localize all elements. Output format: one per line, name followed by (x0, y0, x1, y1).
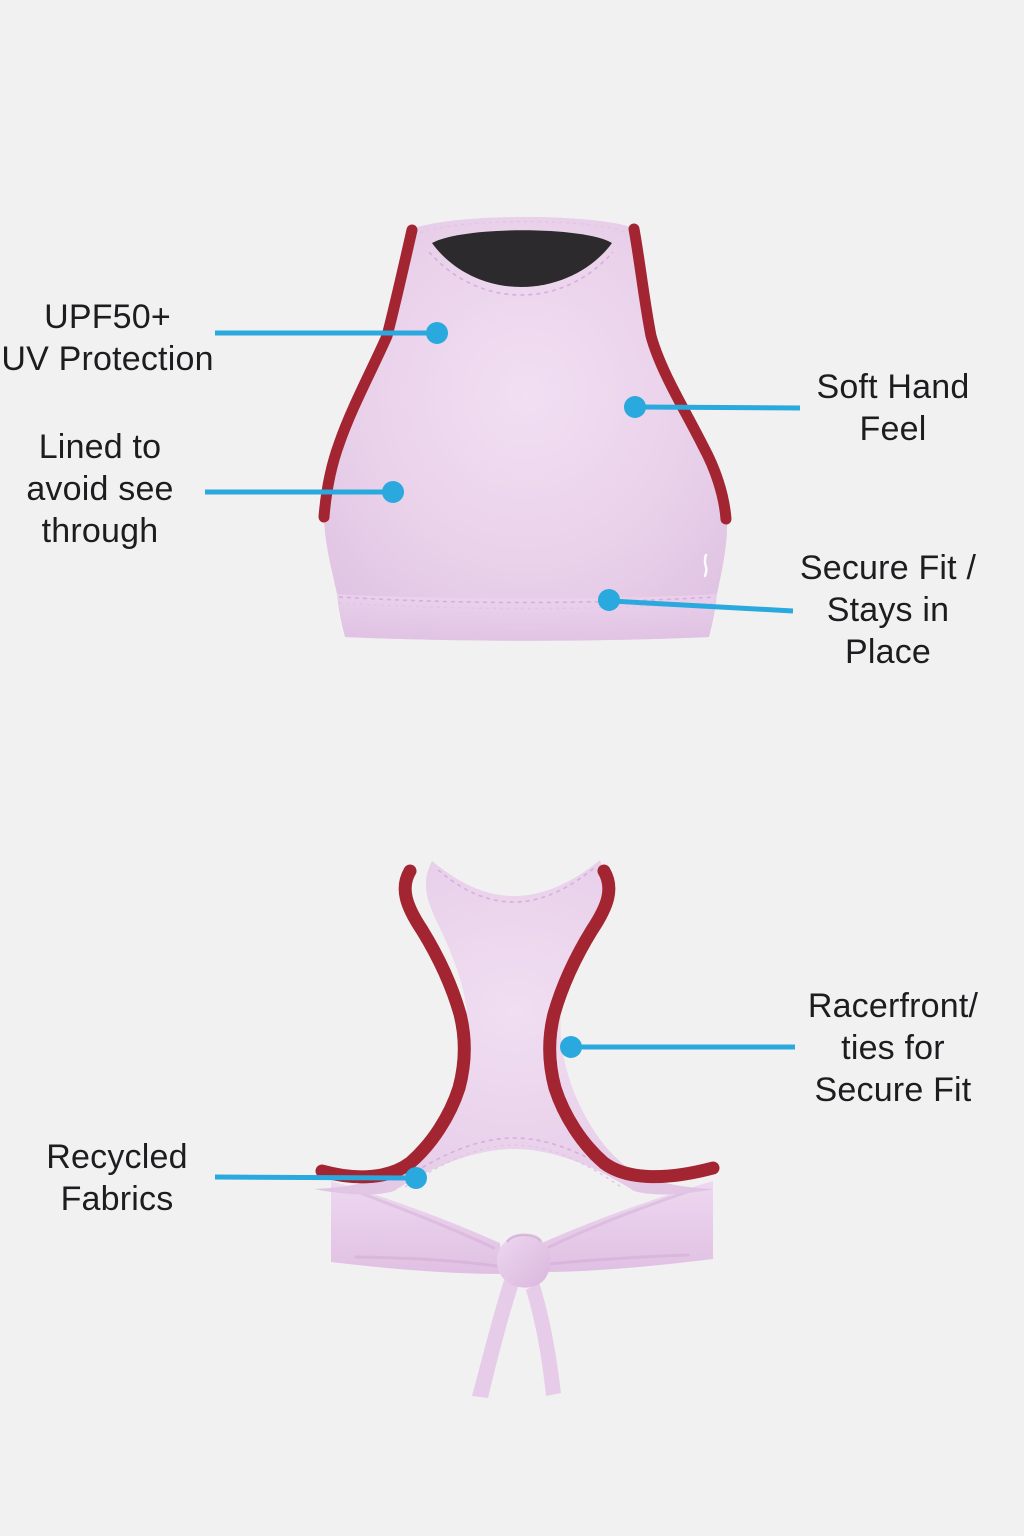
band-crease-right-2 (545, 1253, 690, 1266)
back-band-right (542, 1181, 713, 1272)
callout-dot (405, 1167, 427, 1189)
back-knot-fold (505, 1233, 542, 1243)
swim-top-front-view (318, 216, 732, 641)
front-neck-lining (432, 230, 612, 287)
callout-line (214, 1174, 417, 1181)
front-fabric-body (324, 216, 728, 641)
back-fabric-panel (314, 860, 714, 1195)
callout-soft-hand-label: Soft Hand Feel (816, 368, 970, 448)
callout-upf-label: UPF50+ UV Protection (1, 298, 214, 378)
callout-connector-racerfront (560, 1036, 795, 1058)
back-tie-tail-left (472, 1280, 518, 1398)
front-band-seam-stitch-2 (338, 602, 716, 610)
band-crease-left-2 (354, 1255, 499, 1268)
front-topbinding-stitch (419, 220, 627, 234)
swim-top-back-view (314, 860, 720, 1398)
callout-connector-upf (215, 322, 448, 344)
back-red-trim-right (543, 864, 720, 1184)
callout-dot (624, 396, 646, 418)
callout-connector-soft-hand (624, 396, 801, 418)
back-band-left (331, 1181, 503, 1274)
front-under-band (337, 594, 717, 641)
band-crease-left-1 (350, 1188, 496, 1250)
callout-lined-label: Lined to avoid see through (26, 428, 174, 550)
callout-dot (560, 1036, 582, 1058)
front-neckline-stitch (428, 251, 614, 296)
front-red-trim-right (628, 223, 732, 525)
callout-racerfront-label: Racerfront/ ties for Secure Fit (807, 987, 979, 1109)
callout-connector-recycled (214, 1167, 427, 1189)
callout-dot (382, 481, 404, 503)
back-keyhole-stitch-2 (404, 1144, 622, 1188)
callout-line (610, 598, 794, 614)
band-crease-right-1 (547, 1188, 695, 1249)
front-band-seam-stitch-1 (338, 596, 716, 604)
back-red-trim-left (315, 864, 471, 1184)
back-tie-tail-right (526, 1282, 561, 1396)
callout-line (637, 404, 801, 411)
front-red-trim-left (318, 224, 418, 523)
callout-recycled-label: Recycled Fabrics (46, 1138, 188, 1218)
back-keyhole-stitch-1 (401, 1137, 627, 1181)
callout-dot (426, 322, 448, 344)
callout-dot (598, 589, 620, 611)
callout-connector-lined (205, 481, 404, 503)
back-tie-knot (496, 1234, 551, 1288)
callout-secure-fit-label: Secure Fit / Stays in Place (799, 549, 977, 671)
brand-logo (703, 553, 708, 578)
callout-connector-secure-fit (598, 589, 794, 614)
back-neck-stitch (437, 867, 595, 903)
